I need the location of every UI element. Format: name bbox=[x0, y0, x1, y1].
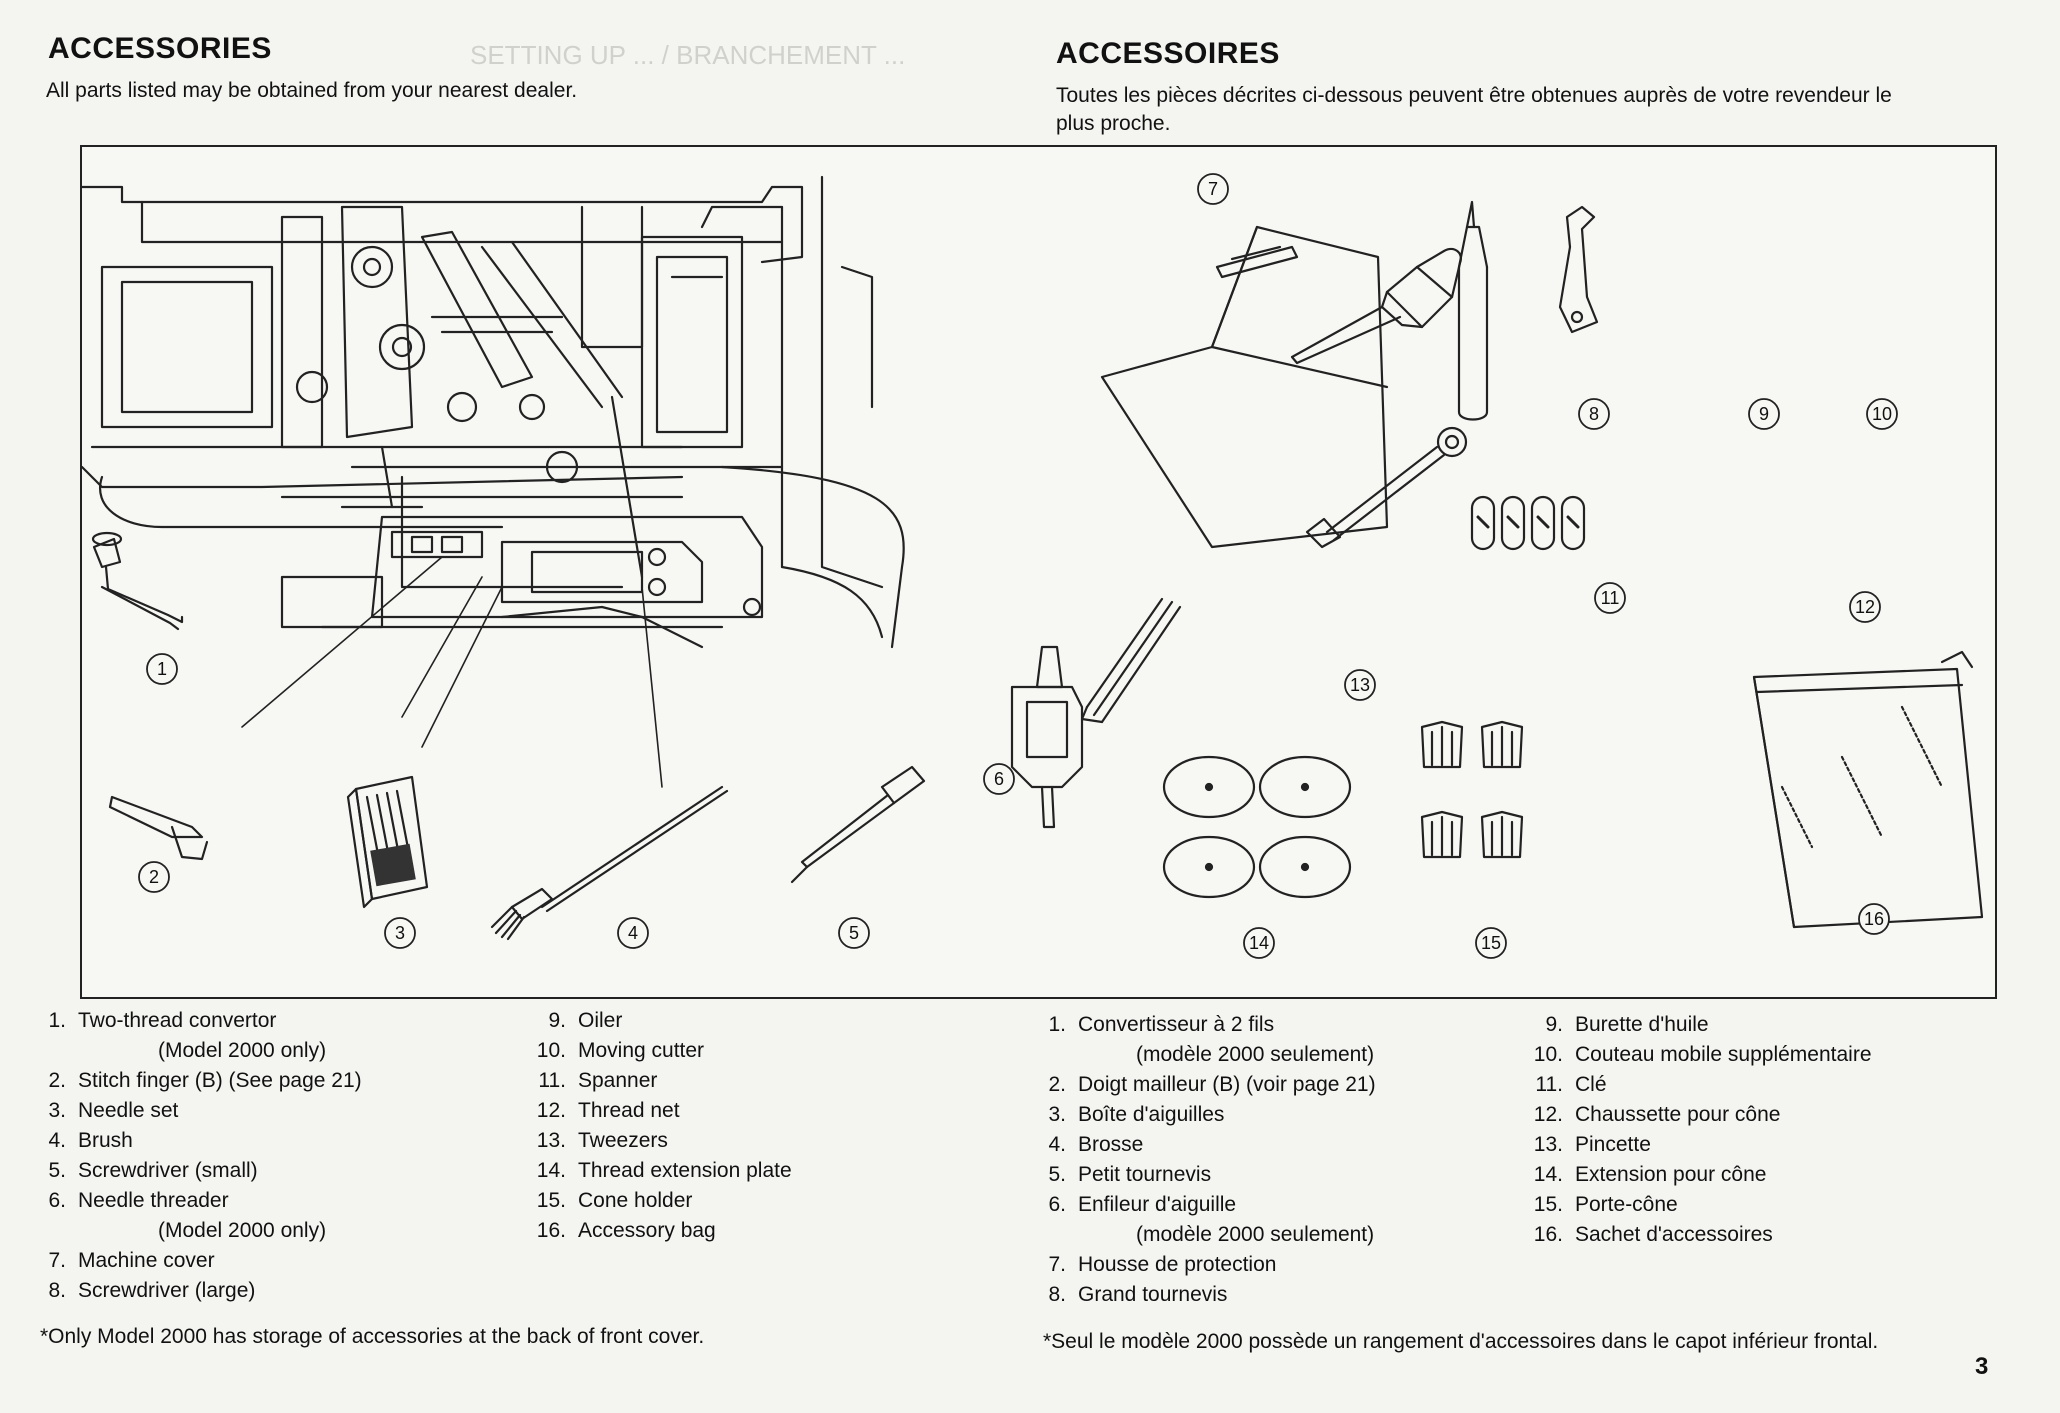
list-item: 3.Needle set bbox=[48, 1099, 179, 1122]
list-item: 5.Petit tournevis bbox=[1048, 1163, 1212, 1186]
list-item-continuation: (modèle 2000 seulement) bbox=[1136, 1043, 1375, 1066]
parts-list-fr-col2: 9.Burette d'huile 10.Couteau mobile supp… bbox=[1525, 1010, 1995, 1250]
parts-list-fr-col1: 1.Convertisseur à 2 fils (modèle 2000 se… bbox=[1028, 1010, 1548, 1310]
callout-13: 13 bbox=[1350, 675, 1370, 695]
callout-circles bbox=[138, 173, 1898, 959]
list-item: 10.Moving cutter bbox=[536, 1039, 705, 1062]
show-through-text: SETTING UP ... / BRANCHEMENT ... bbox=[470, 40, 906, 70]
page-title-fr: ACCESSOIRES bbox=[1056, 37, 1280, 70]
list-item: 1.Two-thread convertor bbox=[48, 1009, 277, 1032]
accessories-drawing: 1 2 3 4 5 6 7 8 9 10 11 12 13 14 15 16 bbox=[82, 173, 1984, 959]
list-item: 11.Clé bbox=[1535, 1073, 1607, 1096]
list-item: 9.Burette d'huile bbox=[1545, 1013, 1709, 1036]
callout-leader-lines bbox=[241, 556, 663, 788]
intro-fr: Toutes les pièces décrites ci-dessous pe… bbox=[1056, 84, 1892, 135]
list-item: 12.Chaussette pour cône bbox=[1533, 1103, 1781, 1126]
brush-drawing bbox=[490, 785, 729, 941]
list-item: 16.Accessory bag bbox=[536, 1219, 716, 1242]
needle-set-drawing bbox=[346, 775, 429, 909]
list-item-continuation: (Model 2000 only) bbox=[158, 1039, 327, 1062]
parts-list-en-col2: 9.Oiler 10.Moving cutter 11.Spanner 12.T… bbox=[528, 1006, 948, 1246]
list-item: 7.Machine cover bbox=[48, 1249, 215, 1272]
needle-threader-drawing bbox=[1010, 645, 1084, 829]
list-item: 5.Screwdriver (small) bbox=[48, 1159, 258, 1182]
large-screwdriver-drawing bbox=[1290, 247, 1462, 365]
list-item: 8.Grand tournevis bbox=[1048, 1283, 1228, 1306]
callout-6: 6 bbox=[994, 769, 1004, 789]
list-item-continuation: (Model 2000 only) bbox=[158, 1219, 327, 1242]
callout-8: 8 bbox=[1589, 404, 1599, 424]
tweezers-drawing bbox=[1080, 597, 1182, 724]
callout-11: 11 bbox=[1601, 588, 1620, 608]
list-item: 2.Doigt mailleur (B) (voir page 21) bbox=[1048, 1073, 1376, 1096]
list-item: 14.Thread extension plate bbox=[536, 1159, 792, 1182]
callout-1: 1 bbox=[157, 659, 167, 679]
thread-extension-plate-drawing bbox=[1162, 755, 1352, 899]
list-item: 16.Sachet d'accessoires bbox=[1533, 1223, 1773, 1246]
thread-net-drawing bbox=[1470, 495, 1586, 551]
list-item: 8.Screwdriver (large) bbox=[48, 1279, 256, 1302]
page-number: 3 bbox=[1975, 1353, 1989, 1380]
callout-3: 3 bbox=[395, 923, 405, 943]
callout-9: 9 bbox=[1759, 404, 1769, 424]
footnote-fr: *Seul le modèle 2000 possède un rangemen… bbox=[1043, 1330, 1879, 1353]
callout-14: 14 bbox=[1249, 933, 1269, 953]
small-screwdriver-drawing bbox=[790, 765, 926, 884]
page-title-en: ACCESSORIES bbox=[48, 32, 272, 65]
callout-numbers: 1 2 3 4 5 6 7 8 9 10 11 12 13 14 15 16 bbox=[149, 179, 1892, 953]
list-item: 11.Spanner bbox=[538, 1069, 658, 1092]
intro-en: All parts listed may be obtained from yo… bbox=[46, 79, 578, 102]
list-item: 7.Housse de protection bbox=[1048, 1253, 1277, 1276]
machine-mechanism-drawing bbox=[82, 175, 905, 649]
oiler-drawing bbox=[1457, 200, 1489, 421]
callout-16: 16 bbox=[1864, 909, 1884, 929]
machine-cover-drawing bbox=[1100, 225, 1389, 549]
list-item: 13.Pincette bbox=[1533, 1133, 1651, 1156]
accessory-bag-drawing bbox=[1752, 650, 1984, 929]
callout-12: 12 bbox=[1855, 597, 1875, 617]
callout-4: 4 bbox=[628, 923, 638, 943]
list-item: 9.Oiler bbox=[548, 1009, 623, 1032]
list-item: 15.Cone holder bbox=[536, 1189, 693, 1212]
list-item: 6.Enfileur d'aiguille bbox=[1048, 1193, 1237, 1216]
list-item: 14.Extension pour cône bbox=[1533, 1163, 1767, 1186]
list-item: 13.Tweezers bbox=[536, 1129, 668, 1152]
list-item-continuation: (modèle 2000 seulement) bbox=[1136, 1223, 1375, 1246]
two-thread-convertor-drawing bbox=[91, 531, 184, 631]
list-item: 4.Brosse bbox=[1048, 1133, 1144, 1156]
accessories-illustration: 1 2 3 4 5 6 7 8 9 10 11 12 13 14 15 16 bbox=[80, 145, 1997, 999]
callout-7: 7 bbox=[1208, 179, 1218, 199]
list-item: 15.Porte-cône bbox=[1533, 1193, 1678, 1216]
footnote-en: *Only Model 2000 has storage of accessor… bbox=[40, 1325, 705, 1348]
parts-list-en-col1: 1.Two-thread convertor (Model 2000 only)… bbox=[28, 1006, 528, 1306]
stitch-finger-drawing bbox=[108, 795, 209, 861]
callout-2: 2 bbox=[149, 867, 159, 887]
list-item: 10.Couteau mobile supplémentaire bbox=[1533, 1043, 1872, 1066]
cone-holder-drawing bbox=[1420, 720, 1524, 859]
callout-10: 10 bbox=[1872, 404, 1892, 424]
spanner-drawing bbox=[1305, 426, 1468, 549]
list-item: 4.Brush bbox=[48, 1129, 133, 1152]
callout-5: 5 bbox=[849, 923, 859, 943]
list-item: 3.Boîte d'aiguilles bbox=[1048, 1103, 1225, 1126]
list-item: 6.Needle threader bbox=[48, 1189, 229, 1212]
list-item: 2.Stitch finger (B) (See page 21) bbox=[48, 1069, 362, 1092]
list-item: 12.Thread net bbox=[536, 1099, 680, 1122]
list-item: 1.Convertisseur à 2 fils bbox=[1048, 1013, 1275, 1036]
moving-cutter-drawing bbox=[1558, 205, 1599, 334]
callout-15: 15 bbox=[1481, 933, 1501, 953]
